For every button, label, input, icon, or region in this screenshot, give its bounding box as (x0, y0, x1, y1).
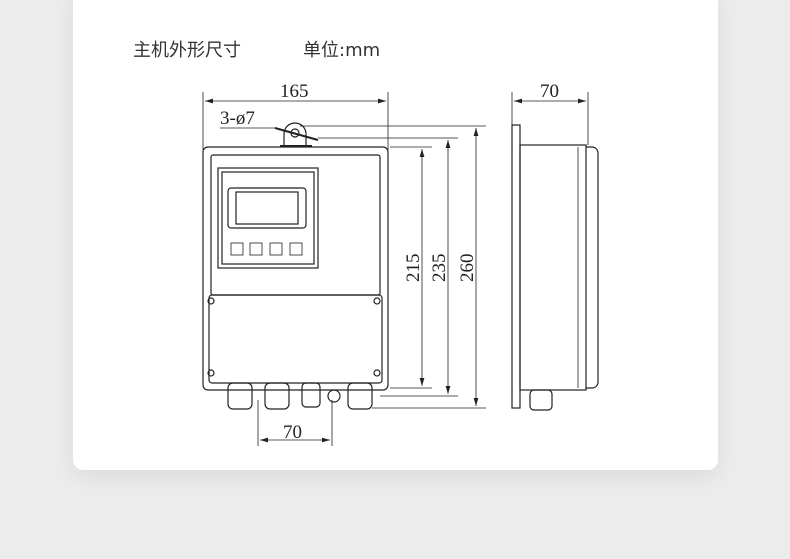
dim-70-bottom: 70 (283, 422, 302, 443)
side-view: 70 (511, 81, 599, 411)
front-view: 165 3-ø7 70 215 235 260 (202, 81, 486, 446)
dim-165: 165 (280, 81, 309, 102)
dim-70-side: 70 (540, 81, 559, 102)
dim-215: 215 (403, 254, 424, 283)
unit-label: 单位:mm (303, 40, 381, 61)
dim-hole: 3-ø7 (220, 108, 255, 129)
card (73, 0, 718, 470)
dim-260: 260 (457, 254, 478, 283)
section-title: 主机外形尺寸 (133, 40, 241, 61)
dim-235: 235 (429, 254, 450, 283)
